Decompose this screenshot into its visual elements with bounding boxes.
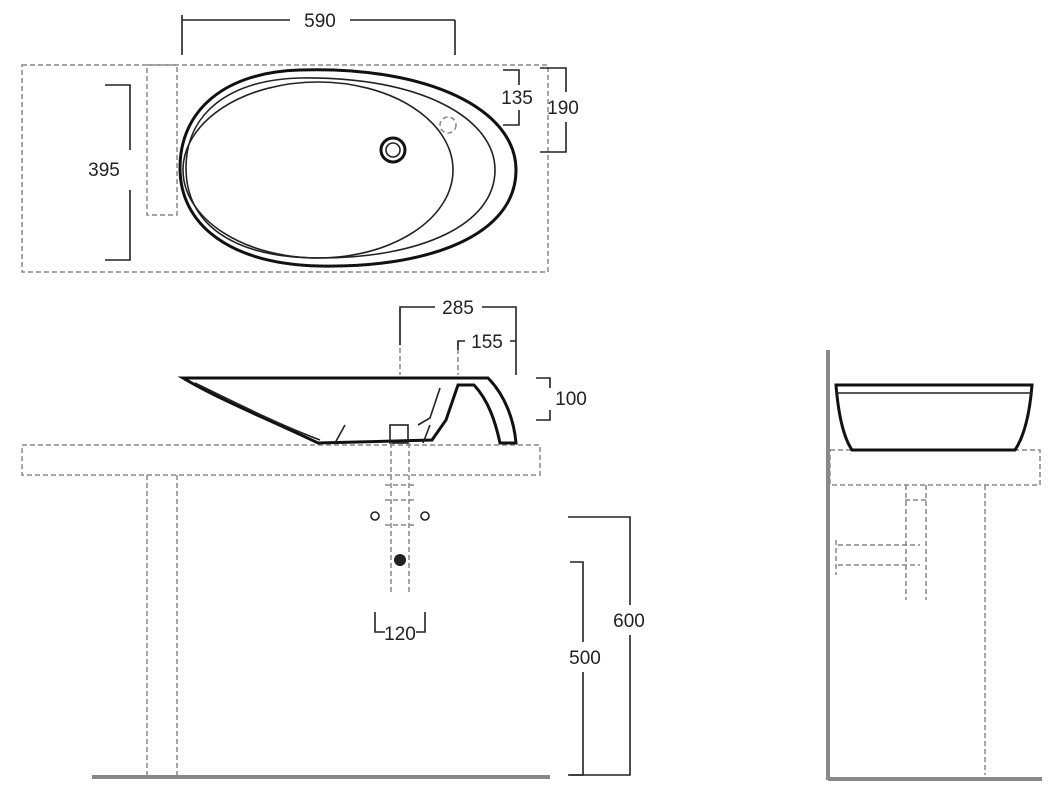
drain-outlet	[394, 554, 406, 566]
support-leg-front	[146, 475, 178, 775]
dimension-label-285: 285	[442, 298, 474, 319]
dimension-line-190	[540, 67, 567, 153]
dimension-label-395: 395	[88, 160, 120, 181]
drain-hole	[379, 136, 407, 164]
dimension-line-155	[457, 340, 516, 350]
dimension-line-100	[536, 377, 551, 421]
dimension-line-135	[503, 69, 520, 126]
overflow-hole	[439, 116, 457, 134]
countertop-front	[21, 444, 541, 476]
dimension-label-155: 155	[471, 332, 503, 353]
dimension-label-190: 190	[547, 98, 579, 119]
basin-rim-step	[185, 77, 496, 259]
dimension-label-590: 590	[304, 11, 336, 32]
dimension-line-590	[181, 15, 456, 55]
siphon-pipe	[835, 485, 928, 600]
support-leg-top	[146, 64, 178, 216]
top-view: 590 395 135 190	[21, 11, 579, 273]
front-view: 285 155 100 120 600 500	[21, 298, 645, 779]
valve-left	[370, 511, 380, 521]
drain-pipe	[385, 443, 415, 595]
dimension-label-135: 135	[501, 88, 533, 109]
basin-bowl	[182, 81, 454, 259]
dimension-line-395	[105, 84, 131, 261]
drain-hole-inner	[385, 142, 401, 158]
drain-body	[389, 424, 409, 444]
dimension-line-120	[374, 612, 426, 633]
countertop-outline-top	[21, 64, 549, 273]
dimension-line-285	[399, 306, 517, 375]
basin-outer-rim	[178, 68, 518, 268]
countertop-side	[829, 449, 1041, 486]
dimension-label-500: 500	[569, 648, 601, 669]
basin-side-profile	[177, 376, 518, 445]
dimension-label-600: 600	[613, 611, 645, 632]
dimension-label-100: 100	[555, 389, 587, 410]
basin-side-end-view	[834, 383, 1034, 452]
side-view	[826, 350, 1042, 781]
dimension-line-600	[568, 516, 631, 776]
dimension-label-120: 120	[384, 624, 416, 645]
valve-right	[420, 511, 430, 521]
dimension-line-500	[570, 561, 584, 776]
basin-side-details	[194, 382, 441, 444]
